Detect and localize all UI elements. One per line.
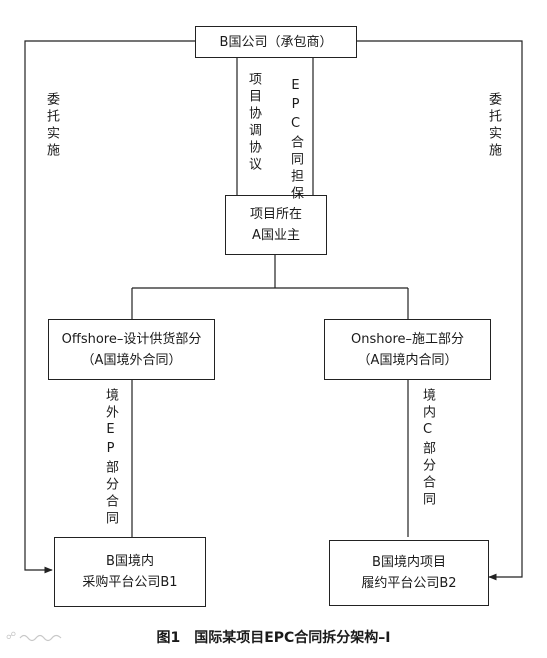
watermark-logo: ☍ xyxy=(6,631,63,642)
performance-label-line1: B国境内项目 xyxy=(372,555,446,570)
offshore-label-line1: Offshore–设计供货部分 xyxy=(61,331,202,347)
offshore-label-line2: （A国境外合同） xyxy=(81,352,182,368)
left-entrust-connector xyxy=(24,40,195,574)
onshore-label-line1: Onshore–施工部分 xyxy=(351,331,464,347)
contractor-box: B国公司（承包商） xyxy=(195,26,357,58)
watermark-scribble xyxy=(19,634,62,641)
coordination-label: 项目协调协议 xyxy=(246,72,261,174)
right-entrust-connector xyxy=(357,40,523,581)
procurement-label-line2: 采购平台公司B1 xyxy=(82,575,178,590)
ep-contract-label: 境外EP部分合同 xyxy=(103,388,118,528)
c-contract-label: 境内C部分合同 xyxy=(420,388,435,509)
owner-box: 项目所在 A国业主 xyxy=(225,195,327,255)
procurement-platform-box: B国境内 采购平台公司B1 xyxy=(54,537,206,607)
right-entrust-label: 委托实施 xyxy=(486,92,501,160)
performance-platform-box: B国境内项目 履约平台公司B2 xyxy=(329,540,489,606)
onshore-box: Onshore–施工部分 （A国境内合同） xyxy=(324,319,491,380)
epc-guarantee-label: EPC合同担保 xyxy=(288,78,303,203)
figure-caption: 图1 国际某项目EPC合同拆分架构–I xyxy=(156,630,391,646)
left-entrust-label: 委托实施 xyxy=(44,92,59,160)
owner-label-line1: 项目所在 xyxy=(249,207,302,222)
watermark-icon: ☍ xyxy=(6,631,17,642)
procurement-label-line1: B国境内 xyxy=(106,554,154,569)
onshore-label-line2: （A国境内合同） xyxy=(357,352,458,368)
contractor-label: B国公司（承包商） xyxy=(219,34,333,50)
owner-label-line2: A国业主 xyxy=(252,228,300,243)
performance-label-line2: 履约平台公司B2 xyxy=(361,576,457,591)
offshore-box: Offshore–设计供货部分 （A国境外合同） xyxy=(48,319,215,380)
